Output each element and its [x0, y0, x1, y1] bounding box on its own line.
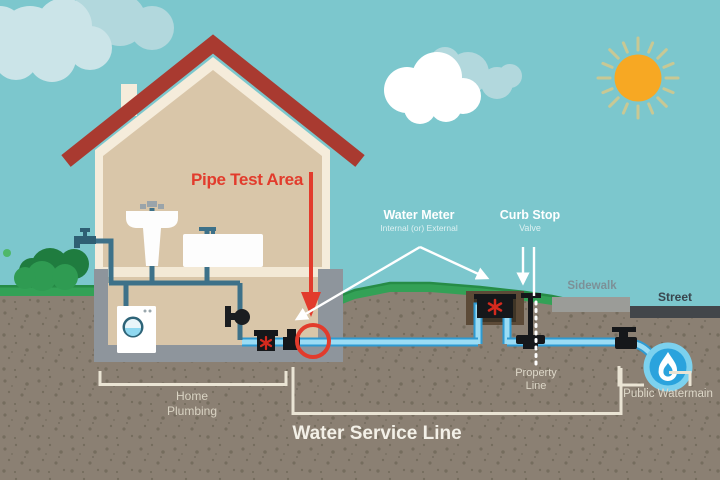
grass-mound-edge: [336, 281, 567, 301]
bathtub-icon: [183, 234, 263, 267]
street-surface: [630, 306, 720, 318]
water-meter-internal-icon: [254, 330, 278, 351]
curb-stop-label: Curb Stop: [499, 208, 561, 222]
curb-stop-sublabel: Valve: [519, 223, 541, 233]
washing-machine-icon: [117, 306, 156, 353]
bush-icon: [3, 248, 89, 291]
pipe-test-area-label: Pipe Test Area: [190, 170, 303, 189]
water-service-line-bracket: [291, 367, 623, 415]
annotation-brackets: [98, 366, 692, 415]
meter-asterisk: [487, 298, 503, 316]
outdoor-faucet-icon: [74, 228, 96, 248]
home-plumbing-label: Home Plumbing: [166, 389, 218, 418]
water-meter-external-icon: [474, 294, 516, 318]
public-watermain-bracket: [617, 366, 692, 387]
sidewalk-slab: [552, 297, 630, 312]
sun-icon: [596, 36, 680, 120]
ground-left: [0, 296, 94, 480]
curb-stop-valve-icon: [516, 293, 545, 349]
water-meter-label: Water Meter: [383, 208, 455, 222]
shutoff-valve-icon: [225, 306, 250, 327]
ground-under-house: [94, 360, 343, 480]
floor-band: [103, 267, 322, 277]
cloud-icon: [384, 47, 522, 124]
pointer-arrow-icon: [294, 245, 536, 321]
sink-icon: [126, 201, 178, 266]
home-plumbing-bracket: [98, 371, 288, 386]
street-label: Street: [657, 290, 692, 304]
public-watermain-label: Public Watermain: [623, 388, 713, 400]
water-service-line-label: Water Service Line: [292, 423, 462, 444]
property-line-label: Property Line: [515, 367, 557, 393]
water-meter-sublabel: Internal (or) External: [380, 223, 458, 233]
sidewalk-label: Sidewalk: [567, 280, 617, 292]
pipe-test-highlight: [295, 323, 331, 359]
cloud-icon: [0, 0, 174, 82]
roof: [61, 34, 365, 167]
pipe-test-arrow: [301, 172, 321, 317]
corporation-stop-icon: [612, 327, 637, 349]
public-watermain-icon: [643, 342, 693, 392]
